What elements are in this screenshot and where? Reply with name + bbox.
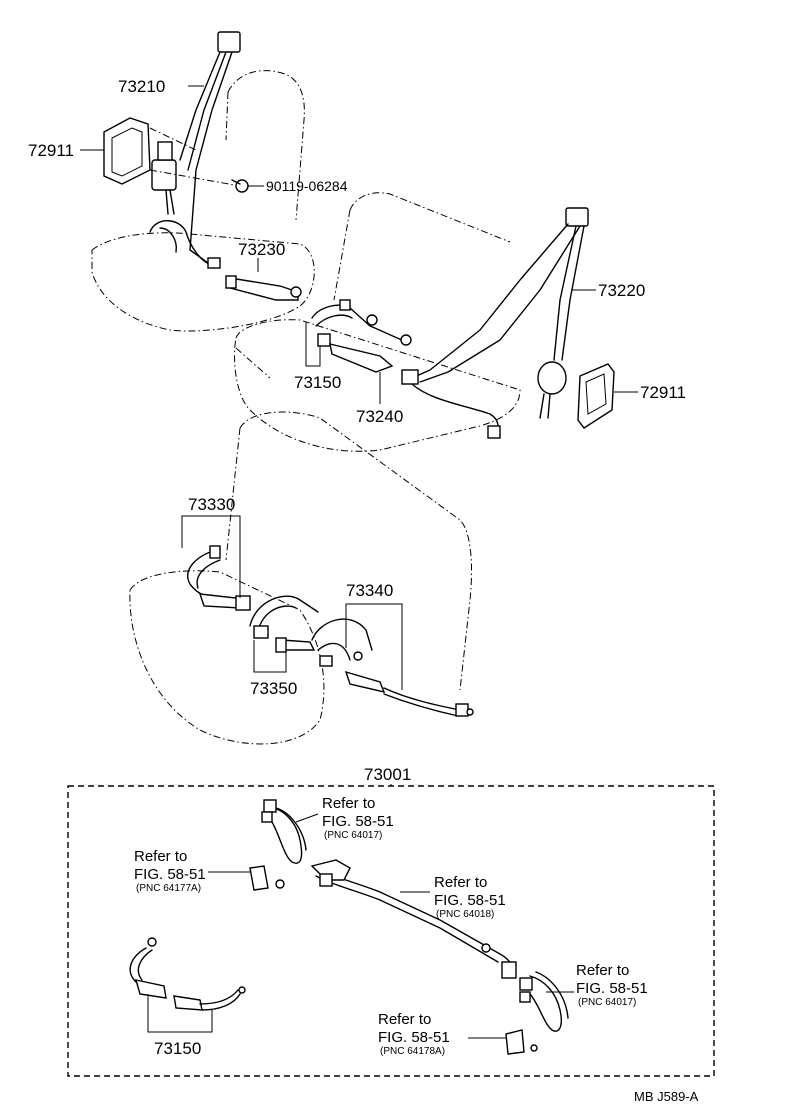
reference-note-4: Refer to FIG. 58-51 (PNC 64017) — [576, 962, 648, 1008]
svg-text:(PNC 64177A): (PNC 64177A) — [136, 883, 201, 894]
label-73001: 73001 — [364, 765, 411, 784]
front-seat — [91, 70, 315, 332]
svg-text:Refer to: Refer to — [434, 874, 487, 891]
middle-buckle-73150 — [311, 299, 412, 373]
rear-retractor-73220 — [401, 207, 589, 439]
label-73230: 73230 — [238, 240, 285, 259]
svg-text:FIG. 58-51: FIG. 58-51 — [576, 980, 648, 997]
svg-text:FIG. 58-51: FIG. 58-51 — [134, 866, 206, 883]
svg-text:Refer to: Refer to — [322, 795, 375, 812]
label-73210: 73210 — [118, 77, 165, 96]
label-73330: 73330 — [188, 495, 235, 514]
svg-text:FIG. 58-51: FIG. 58-51 — [434, 892, 506, 909]
label-73350: 73350 — [250, 679, 297, 698]
svg-text:(PNC 64017): (PNC 64017) — [324, 830, 382, 841]
label-73150-bottom: 73150 — [154, 1039, 201, 1058]
label-73340: 73340 — [346, 581, 393, 600]
reference-note-1: Refer to FIG. 58-51 (PNC 64017) — [322, 795, 394, 841]
svg-text:(PNC 64018): (PNC 64018) — [436, 909, 494, 920]
bolt — [231, 179, 249, 193]
reference-note-3: Refer to FIG. 58-51 (PNC 64018) — [434, 874, 506, 920]
assembly-parts — [129, 799, 569, 1055]
label-72911-right: 72911 — [640, 383, 686, 402]
middle-bench-seat — [234, 192, 521, 452]
label-90119-06284: 90119-06284 — [266, 178, 348, 194]
reference-note-2: Refer to FIG. 58-51 (PNC 64177A) — [134, 848, 206, 894]
label-72911-left: 72911 — [28, 141, 74, 160]
rear-seat — [129, 411, 472, 745]
reference-note-5: Refer to FIG. 58-51 (PNC 64178A) — [378, 1011, 450, 1057]
label-73220: 73220 — [598, 281, 645, 300]
anchor-cover-right — [577, 363, 615, 429]
svg-text:Refer to: Refer to — [134, 848, 187, 865]
label-73240: 73240 — [356, 407, 403, 426]
front-seat-belt-retractor — [149, 31, 241, 269]
svg-text:Refer to: Refer to — [576, 962, 629, 979]
rear-seat-belts — [187, 545, 474, 717]
svg-text:Refer to: Refer to — [378, 1011, 431, 1028]
label-73150-top: 73150 — [294, 373, 341, 392]
figure-code: MB J589-A — [634, 1089, 699, 1104]
anchor-cover-left — [103, 117, 241, 187]
svg-text:(PNC 64017): (PNC 64017) — [578, 997, 636, 1008]
leader-lines — [80, 85, 638, 1039]
inner-buckle-73230 — [225, 275, 302, 301]
svg-text:(PNC 64178A): (PNC 64178A) — [380, 1046, 445, 1057]
svg-text:FIG. 58-51: FIG. 58-51 — [378, 1029, 450, 1046]
svg-text:FIG. 58-51: FIG. 58-51 — [322, 813, 394, 830]
